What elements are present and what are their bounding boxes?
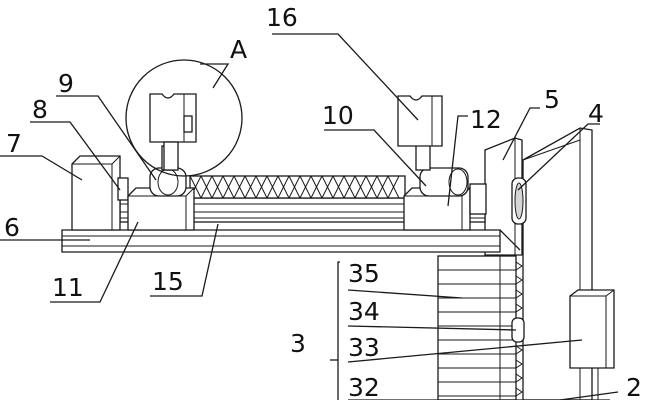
label-33: 33 [348,333,380,362]
label-4: 4 [588,99,604,128]
detail-circle-a [125,59,243,177]
callout-labels: 16 A 9 8 7 10 12 5 4 6 11 15 35 34 3 33 … [4,3,642,400]
label-7: 7 [6,129,22,158]
label-8: 8 [32,95,48,124]
label-16: 16 [266,3,298,32]
label-9: 9 [58,69,74,98]
clamp-right [415,139,487,215]
label-10: 10 [322,101,354,130]
label-32: 32 [348,373,380,400]
leader-lines [0,33,619,400]
label-11: 11 [52,273,84,302]
label-34: 34 [348,297,380,326]
roller [511,177,527,225]
label-15: 15 [152,267,184,296]
label-5: 5 [544,85,560,114]
label-a: A [230,35,247,64]
end-block [71,155,121,231]
label-3: 3 [290,329,306,358]
motor-box [569,289,615,400]
label-12: 12 [470,105,502,134]
lead-screw [189,175,406,199]
gripper-head [397,95,443,147]
label-6: 6 [4,213,20,242]
label-2: 2 [626,373,642,400]
coupling [117,177,129,201]
base-plate [61,229,521,253]
label-35: 35 [348,259,380,288]
